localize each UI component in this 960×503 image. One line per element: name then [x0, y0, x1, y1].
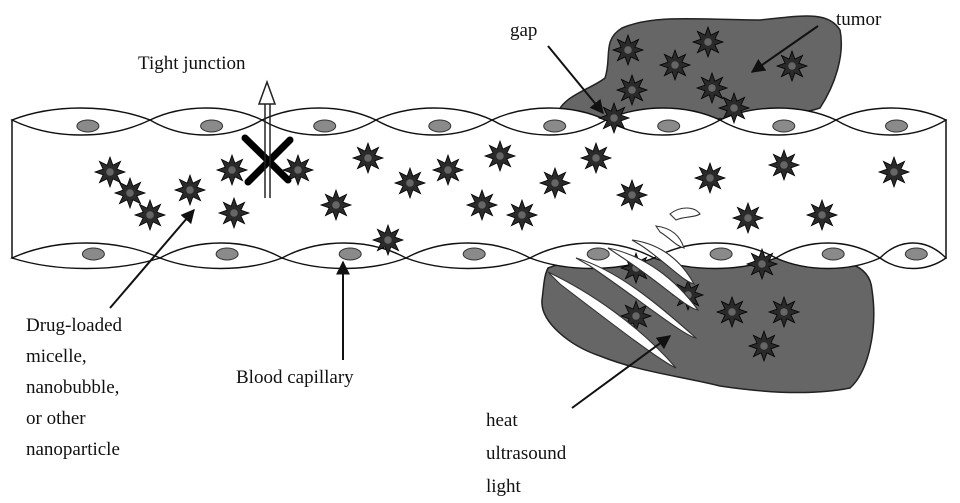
nanoparticle-core	[758, 260, 766, 268]
nanoparticle-core	[551, 179, 559, 187]
trigger-label-heat: heat	[486, 404, 566, 437]
cell-nucleus	[710, 248, 732, 260]
nanoparticle-core	[708, 84, 716, 92]
cell-nucleus	[216, 248, 238, 260]
nanoparticle-core	[780, 161, 788, 169]
nanoparticle-core	[364, 154, 372, 162]
nanoparticle-label-line-1: Drug-loaded	[26, 310, 122, 341]
nanoparticle-core	[818, 211, 826, 219]
nanoparticle-label: Drug-loaded micelle, nanobubble, or othe…	[26, 310, 122, 465]
cell-nucleus	[314, 120, 336, 132]
cell-nucleus	[587, 248, 609, 260]
nanoparticle-label-line-2: micelle,	[26, 341, 122, 372]
tumor-label: tumor	[836, 4, 881, 35]
cell-nucleus	[773, 120, 795, 132]
trigger-label-light: light	[486, 470, 566, 503]
cell-nucleus	[77, 120, 99, 132]
nanoparticle-core	[592, 154, 600, 162]
cell-nucleus	[905, 248, 927, 260]
nanoparticle-core	[730, 104, 738, 112]
cell-nucleus	[822, 248, 844, 260]
nanoparticle-core	[478, 201, 486, 209]
nanoparticle-core	[106, 168, 114, 176]
nanoparticle-core	[728, 308, 736, 316]
nanoparticle-core	[294, 166, 302, 174]
nanoparticle-core	[406, 179, 414, 187]
nanoparticle-core	[628, 86, 636, 94]
nanoparticle-core	[384, 236, 392, 244]
nanoparticle-core	[706, 174, 714, 182]
nanoparticle-core	[146, 211, 154, 219]
nanoparticle-core	[186, 186, 194, 194]
nanoparticle-core	[632, 312, 640, 320]
cell-nucleus	[201, 120, 223, 132]
nanoparticle-core	[444, 166, 452, 174]
nanoparticle-core	[780, 308, 788, 316]
tight-junction-label: Tight junction	[138, 48, 246, 79]
cell-nucleus	[82, 248, 104, 260]
cell-nucleus	[886, 120, 908, 132]
nanoparticle-core	[671, 61, 679, 69]
nanoparticle-core	[744, 214, 752, 222]
nanoparticle-core	[230, 209, 238, 217]
vessel-lumen	[12, 120, 946, 258]
nanoparticle-core	[496, 152, 504, 160]
cell-nucleus	[463, 248, 485, 260]
nanoparticle-core	[760, 342, 768, 350]
trigger-label-ultrasound: ultrasound	[486, 437, 566, 470]
cell-nucleus	[658, 120, 680, 132]
nanoparticle-core	[126, 189, 134, 197]
blood-capillary-label: Blood capillary	[236, 362, 354, 393]
nanoparticle-core	[518, 211, 526, 219]
gap-label: gap	[510, 15, 537, 46]
cell-nucleus	[339, 248, 361, 260]
nanoparticle-label-line-4: or other	[26, 403, 122, 434]
nanoparticle-core	[628, 191, 636, 199]
nanoparticle-label-line-3: nanobubble,	[26, 372, 122, 403]
lower-tumor	[542, 256, 874, 392]
nanoparticle-core	[228, 166, 236, 174]
nanoparticle-core	[610, 114, 618, 122]
nanoparticle-core	[704, 38, 712, 46]
nanoparticle-core	[890, 168, 898, 176]
nanoparticle-core	[788, 62, 796, 70]
nanoparticle-label-line-5: nanoparticle	[26, 434, 122, 465]
cell-nucleus	[544, 120, 566, 132]
nanoparticle-core	[332, 201, 340, 209]
nanoparticle-core	[624, 46, 632, 54]
cell-nucleus	[429, 120, 451, 132]
trigger-label: heat ultrasound light	[486, 404, 566, 503]
